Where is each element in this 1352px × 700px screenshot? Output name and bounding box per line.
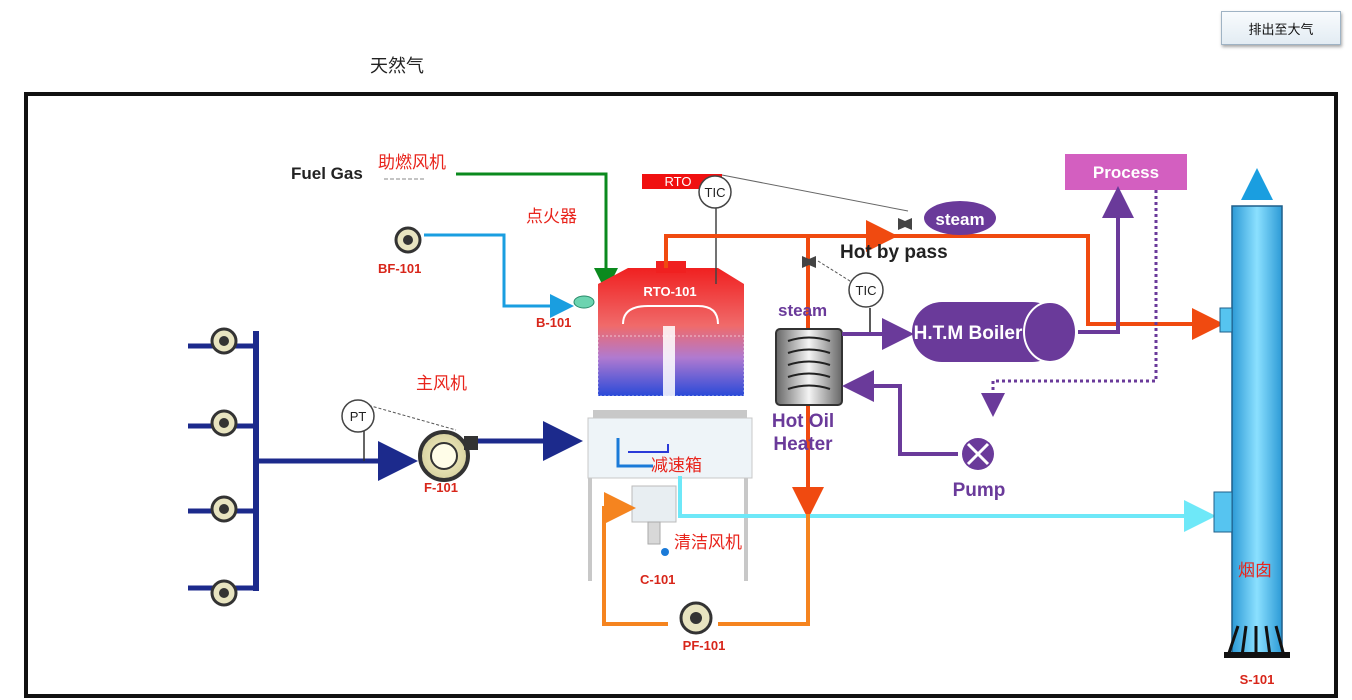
htm-boiler-label: H.T.M Boiler xyxy=(914,323,1023,344)
inlet-fan-icon xyxy=(210,579,238,607)
hot-bypass-label: Hot by pass xyxy=(840,242,948,263)
pt-label: PT xyxy=(350,409,367,424)
pump-icon[interactable] xyxy=(962,438,994,470)
inlet-fans-group xyxy=(188,327,259,607)
hot-gas-line xyxy=(664,234,1224,340)
f101-main-fan-icon[interactable] xyxy=(418,430,478,482)
purge-return-line xyxy=(718,514,810,626)
fuel-gas-line xyxy=(456,172,618,292)
exhaust-to-atmosphere-button[interactable]: 排出至大气 xyxy=(1221,11,1341,45)
rto-lower-chamber xyxy=(587,410,753,581)
steam-top-label: steam xyxy=(935,210,984,229)
pf101-label: PF-101 xyxy=(683,638,726,653)
igniter-burner[interactable] xyxy=(573,295,595,309)
rto-101-unit[interactable] xyxy=(597,261,745,397)
pf101-fan-icon[interactable] xyxy=(679,601,713,635)
reducer-cn-label: 减速箱 xyxy=(651,456,702,476)
c101-label: C-101 xyxy=(640,572,675,587)
rto-tag-label: RTO xyxy=(665,174,692,189)
process-diagram-panel: PT F-101 主风机 Fuel Gas 助燃风机 点火器 BF-101 B-… xyxy=(24,92,1338,698)
pt-pressure-transmitter[interactable]: PT xyxy=(341,399,375,433)
process-box[interactable]: Process xyxy=(1065,154,1187,190)
valve-icon[interactable] xyxy=(898,218,912,230)
fuel-gas-label: Fuel Gas xyxy=(291,164,363,183)
hot-oil-heater[interactable] xyxy=(775,328,843,406)
inlet-fan-icon xyxy=(210,495,238,523)
valve-icon[interactable] xyxy=(802,256,816,268)
combustion-fan-cn-label: 助燃风机 xyxy=(378,153,446,173)
steam-mid-label: steam xyxy=(778,301,827,320)
tic-mid-controller[interactable]: TIC xyxy=(848,272,884,308)
bf101-label: BF-101 xyxy=(378,261,421,276)
tic-top-label: TIC xyxy=(705,185,726,200)
combustion-air-line xyxy=(424,233,574,318)
tic-top-controller[interactable]: TIC xyxy=(698,175,732,209)
clean-fan-cn-label: 清洁风机 xyxy=(674,533,742,553)
inlet-fan-icon xyxy=(210,327,238,355)
process-label: Process xyxy=(1093,163,1159,182)
process-flow-diagram: PT F-101 主风机 Fuel Gas 助燃风机 点火器 BF-101 B-… xyxy=(188,153,1290,687)
f101-label: F-101 xyxy=(424,480,458,495)
main-fan-cn-label: 主风机 xyxy=(416,374,467,394)
chimney-cn-label: 烟囱 xyxy=(1238,561,1272,581)
b101-label: B-101 xyxy=(536,315,571,330)
process-supply-line xyxy=(1078,186,1134,334)
stack-s101[interactable] xyxy=(1213,205,1290,658)
natural-gas-label: 天然气 xyxy=(370,56,424,77)
tic-mid-label: TIC xyxy=(856,283,877,298)
htm-boiler[interactable] xyxy=(912,301,1077,363)
heater-label: Heater xyxy=(773,434,833,455)
steam-top-badge[interactable]: steam xyxy=(924,201,996,235)
process-return-line xyxy=(981,190,1158,417)
pump-label: Pump xyxy=(953,480,1006,501)
purge-supply-line xyxy=(602,492,668,626)
pump-to-heater-line xyxy=(842,370,958,456)
clean-air-line xyxy=(678,476,1216,532)
bf101-fan-icon[interactable] xyxy=(394,226,422,254)
hot-oil-label: Hot Oil xyxy=(772,411,834,432)
rto101-label: RTO-101 xyxy=(643,284,696,299)
s101-label: S-101 xyxy=(1240,672,1275,687)
inlet-fan-icon xyxy=(210,409,238,437)
igniter-cn-label: 点火器 xyxy=(526,207,577,227)
